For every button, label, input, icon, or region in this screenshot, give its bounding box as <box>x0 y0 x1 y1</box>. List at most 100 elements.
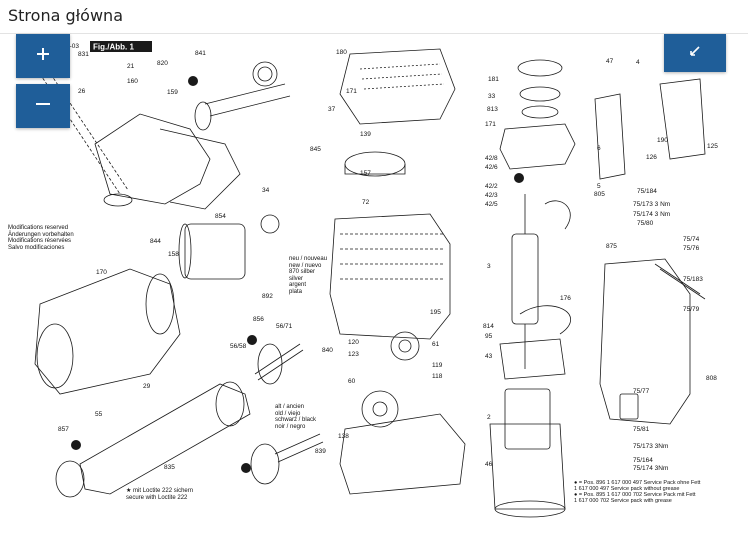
part-label: 119 <box>432 362 443 369</box>
neu-note: neu / nouveau new / nuevo 870 silber sil… <box>289 256 328 295</box>
part-label: 42/8 <box>485 155 498 162</box>
exploded-parts-diagram[interactable]: Fig./Abb. 1 831 21 160 820 841 26 159 18… <box>0 34 748 541</box>
part-label: 160 <box>127 78 138 85</box>
part-label: 42/3 <box>485 192 498 199</box>
part-label: 195 <box>430 309 441 316</box>
part-label: 75/76 <box>683 245 700 252</box>
part-label: 55 <box>95 411 103 418</box>
minus-icon <box>34 96 52 117</box>
part-label: 75/79 <box>683 306 700 313</box>
part-label: 60 <box>348 378 356 385</box>
torque-label: 75/173 3Nm <box>633 443 669 450</box>
part-label: 118 <box>432 373 443 380</box>
part-label: 95 <box>485 333 493 340</box>
part-label: 844 <box>150 238 161 245</box>
part-label: 808 <box>706 375 717 382</box>
part-label: 123 <box>348 351 359 358</box>
part-label: 892 <box>262 293 273 300</box>
part-label: 157 <box>360 170 371 177</box>
part-label: 190 <box>657 137 668 144</box>
part-label: 56/71 <box>276 323 293 330</box>
modifications-note: Modifications reserved Änderungen vorbeh… <box>8 225 74 251</box>
part-label: 26 <box>78 88 86 95</box>
part-label: 75/81 <box>633 426 650 433</box>
part-label: 171 <box>485 121 496 128</box>
part-label: 75/80 <box>637 220 654 227</box>
part-label: 6 <box>597 145 601 152</box>
zoom-in-button[interactable] <box>16 34 70 78</box>
part-label: 835 <box>164 464 175 471</box>
part-label: 126 <box>646 154 657 161</box>
part-label: 75/164 <box>633 457 653 464</box>
part-label: 120 <box>348 339 359 346</box>
header-divider <box>0 33 748 34</box>
part-label: 158 <box>168 251 179 258</box>
part-label: 3 <box>487 263 491 270</box>
part-label: 856 <box>253 316 264 323</box>
part-label: 37 <box>328 106 336 113</box>
top-code: 3-03 <box>66 43 80 50</box>
page-title: Strona główna <box>8 6 123 25</box>
resize-icon <box>687 43 703 64</box>
loctite-note: ★ mit Loctite 222 sichern secure with Lo… <box>126 488 194 501</box>
part-label: 72 <box>362 199 370 206</box>
part-label: 841 <box>195 50 206 57</box>
part-label: 875 <box>606 243 617 250</box>
diagram-drawing: Fig./Abb. 1 <box>34 41 706 518</box>
part-label: 814 <box>483 323 494 330</box>
part-label: 125 <box>707 143 718 150</box>
part-label: 46 <box>485 461 493 468</box>
part-label: 138 <box>338 433 349 440</box>
part-label: 839 <box>315 448 326 455</box>
part-label: 845 <box>310 146 321 153</box>
part-label: 42/2 <box>485 183 498 190</box>
part-label: 75/77 <box>633 388 650 395</box>
part-label: 61 <box>432 341 440 348</box>
part-label: 181 <box>488 76 499 83</box>
part-label: 139 <box>360 131 371 138</box>
part-label: 43 <box>485 353 493 360</box>
part-label: 180 <box>336 49 347 56</box>
part-label: 34 <box>262 187 270 194</box>
part-label: 854 <box>215 213 226 220</box>
part-label: 176 <box>560 295 571 302</box>
seal-164 <box>188 76 198 86</box>
part-label: 831 <box>78 51 89 58</box>
part-label: 56/58 <box>230 343 247 350</box>
torque-label: 75/173 3 Nm <box>633 201 671 208</box>
part-label: 75/183 <box>683 276 703 283</box>
part-label: 170 <box>96 269 107 276</box>
handle-body <box>94 113 211 205</box>
part-label: 4 <box>636 59 640 66</box>
seal-856 <box>247 335 257 345</box>
part-label: 5 <box>597 183 601 190</box>
top-bar: Strona główna <box>0 0 748 34</box>
part-label: 75/74 <box>683 236 700 243</box>
part-label: 42/5 <box>485 201 498 208</box>
service-pack-note: ● = Pos. 896 1 617 000 497 Service Pack … <box>574 480 701 505</box>
torque-label: 75/174 3 Nm <box>633 211 671 218</box>
plus-icon <box>35 46 51 67</box>
part-label: 33 <box>488 93 496 100</box>
part-label: 171 <box>346 88 357 95</box>
part-label: 159 <box>167 89 178 96</box>
part-label: 857 <box>58 426 69 433</box>
seal-856b <box>241 463 251 473</box>
part-label: 29 <box>143 383 151 390</box>
part-label: 47 <box>606 58 614 65</box>
torque-label: 75/174 3Nm <box>633 465 669 472</box>
resize-button[interactable] <box>664 34 726 72</box>
part-label: 2 <box>487 414 491 421</box>
part-label: 813 <box>487 106 498 113</box>
fig-label-box <box>90 41 152 52</box>
part-label: 21 <box>127 63 135 70</box>
part-label: 840 <box>322 347 333 354</box>
part-label: 42/6 <box>485 164 498 171</box>
part-label: 820 <box>157 60 168 67</box>
part-label: 805 <box>594 191 605 198</box>
zoom-out-button[interactable] <box>16 84 70 128</box>
fig-label: Fig./Abb. 1 <box>93 43 134 52</box>
alt-note: alt / ancien old / viejo schwarz / black… <box>275 404 317 430</box>
part-label: 75/184 <box>637 188 657 195</box>
seal-810 <box>514 173 524 183</box>
